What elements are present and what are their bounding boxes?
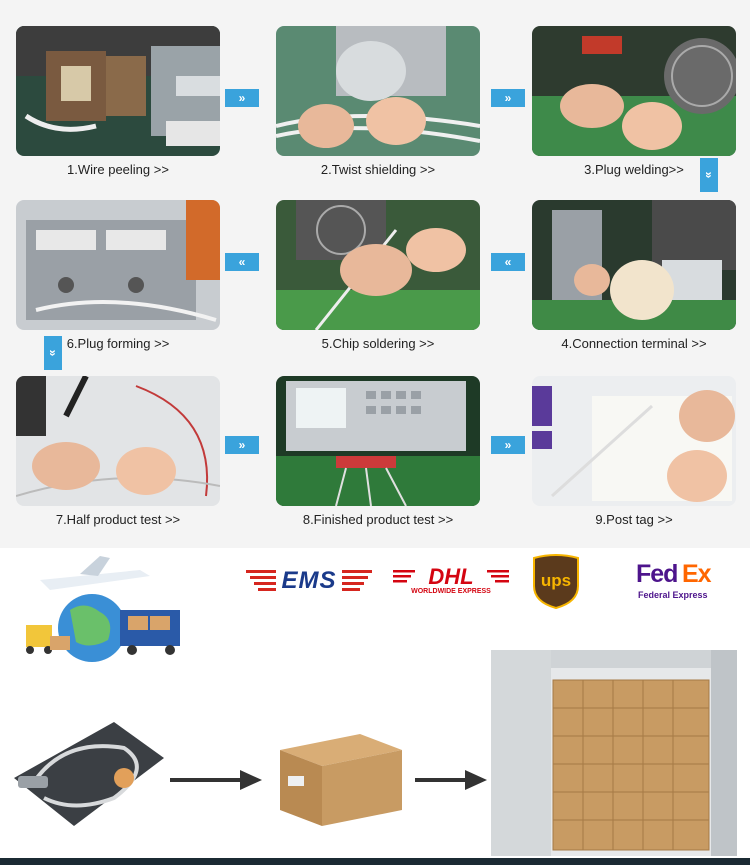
chip-soldering-photo bbox=[276, 200, 480, 330]
arrow-left-icon: « bbox=[225, 253, 259, 271]
arrow-right-icon bbox=[170, 770, 262, 790]
connection-terminal-photo bbox=[532, 200, 736, 330]
half-product-test-photo bbox=[16, 376, 220, 506]
bottom-bar bbox=[0, 858, 750, 865]
ems-wordmark: EMS bbox=[281, 567, 337, 594]
step-caption: 2.Twist shielding >> bbox=[320, 162, 436, 177]
arrow-right-icon: » bbox=[491, 89, 525, 107]
dhl-logo: DHL WORLDWIDE EXPRESS bbox=[393, 564, 509, 600]
dhl-subtitle: WORLDWIDE EXPRESS bbox=[411, 588, 491, 595]
ups-wordmark: ups bbox=[540, 571, 572, 590]
step-caption: 8.Finished product test >> bbox=[302, 512, 454, 527]
arrow-right-icon: » bbox=[225, 89, 259, 107]
step-caption: 9.Post tag >> bbox=[595, 512, 673, 527]
step-caption: 5.Chip soldering >> bbox=[321, 336, 435, 351]
step-caption: 6.Plug forming >> bbox=[66, 336, 170, 351]
wire-peeling-photo bbox=[16, 26, 220, 156]
ems-logo: EMS bbox=[246, 566, 372, 596]
step-caption: 7.Half product test >> bbox=[55, 512, 181, 527]
fedex-fed-text: Fed bbox=[636, 560, 678, 588]
arrow-down-icon: » bbox=[44, 336, 62, 370]
arrow-left-icon: « bbox=[491, 253, 525, 271]
dhl-wordmark: DHL bbox=[428, 564, 474, 589]
fedex-ex-text: Ex bbox=[682, 560, 712, 588]
arrow-right-icon bbox=[415, 770, 487, 790]
finished-product-test-photo bbox=[276, 376, 480, 506]
post-tag-photo bbox=[532, 376, 736, 506]
plug-forming-photo bbox=[16, 200, 220, 330]
arrow-down-icon: » bbox=[700, 158, 718, 192]
fedex-subtitle: Federal Express bbox=[638, 590, 708, 600]
fedex-logo: Fed Ex Federal Express bbox=[632, 560, 728, 604]
container-loading-photo bbox=[491, 650, 737, 856]
production-process-section: 1.Wire peeling >> » 2.Twist shielding >>… bbox=[0, 0, 750, 548]
plug-welding-photo bbox=[532, 26, 736, 156]
step-caption: 3.Plug welding>> bbox=[584, 162, 684, 177]
shipping-section: EMS DHL WORLDWIDE EXPRESS ups Fed Ex Fed… bbox=[0, 548, 750, 865]
arrow-right-icon: » bbox=[491, 436, 525, 454]
cardboard-box-photo bbox=[270, 720, 410, 830]
bagged-cable-photo bbox=[4, 718, 168, 828]
logistics-illustration bbox=[20, 550, 190, 670]
twist-shielding-photo bbox=[276, 26, 480, 156]
step-caption: 1.Wire peeling >> bbox=[67, 162, 169, 177]
ups-logo: ups bbox=[532, 554, 580, 610]
step-caption: 4.Connection terminal >> bbox=[561, 336, 707, 351]
arrow-right-icon: » bbox=[225, 436, 259, 454]
